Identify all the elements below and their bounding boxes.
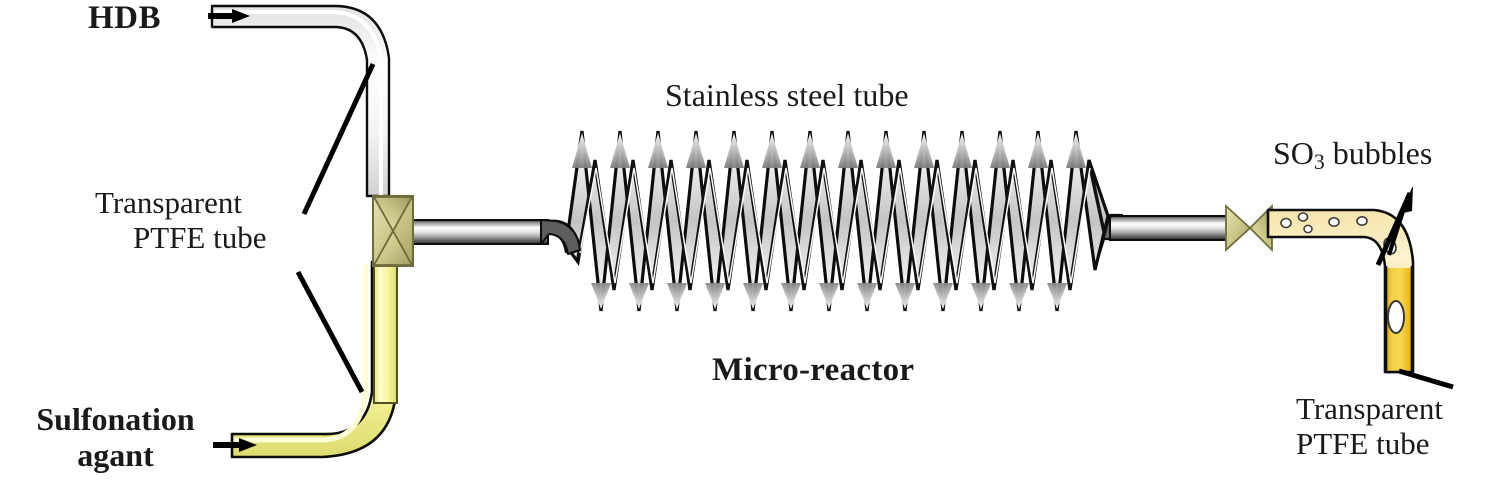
label-so3-prefix: SO [1273, 135, 1314, 171]
hdb-tube-body [210, 4, 391, 198]
leader-transparent-left-bottom [295, 270, 365, 394]
outlet-bowtie-left [1225, 203, 1252, 253]
sulfonation-tube-body [230, 260, 398, 459]
coil-micro-reactor [564, 130, 1110, 312]
label-so3-suffix: bubbles [1324, 135, 1433, 171]
so3-bubble [1297, 212, 1309, 222]
label-sulfonation-line1: Sulfonation [36, 401, 195, 437]
leader-so3-arrowhead [1399, 186, 1413, 214]
tee-junction-connector[interactable] [372, 195, 414, 267]
leader-transparent-right [1398, 368, 1454, 390]
coil-bottom-shading [591, 283, 1067, 309]
label-hdb: HDB [88, 0, 162, 36]
label-sulfonation-line2: agant [77, 436, 154, 473]
label-so3-subscript: 3 [1313, 149, 1325, 174]
so3-bubble [1280, 217, 1292, 229]
leader-transparent-left-top [301, 62, 376, 216]
coil-inner-highlight [579, 167, 1091, 284]
label-so3-bubbles: SO3 bubbles [1273, 135, 1433, 174]
tee-bowtie-upper [372, 196, 414, 233]
label-transparent-ptfe-right: Transparent PTFE tube [1296, 391, 1443, 461]
stainless-inlet-cap [540, 219, 581, 255]
so3-bubble [1387, 300, 1405, 334]
hdb-flow-arrow-icon [208, 9, 250, 23]
label-transparent-ptfe-right-line2: PTFE tube [1296, 425, 1430, 461]
so3-bubble [1328, 217, 1340, 228]
sulfonation-vertical-segment [373, 257, 398, 404]
so3-bubble [1356, 216, 1368, 227]
label-micro-reactor: Micro-reactor [712, 352, 915, 388]
stainless-outlet-rod [1109, 215, 1229, 241]
label-transparent-ptfe-left-line1: Transparent [95, 185, 242, 220]
label-sulfonation-agent: Sulfonation agant [8, 401, 223, 474]
stainless-inlet-tube [411, 219, 581, 255]
stainless-outlet-tube [1095, 213, 1229, 264]
stainless-inlet-rod [411, 219, 549, 245]
label-stainless-steel-tube: Stainless steel tube [665, 77, 909, 113]
so3-bubble [1303, 224, 1313, 234]
label-transparent-ptfe-left-line2: PTFE tube [133, 219, 267, 255]
hdb-tube-highlight [214, 10, 383, 196]
label-transparent-ptfe-right-line1: Transparent [1296, 391, 1443, 426]
sulfonation-inlet-tube [230, 260, 398, 459]
sulfonation-tube-highlight [233, 263, 369, 443]
leader-lines [295, 62, 1454, 394]
outlet-connector[interactable] [1225, 203, 1273, 253]
label-transparent-ptfe-left: Transparent PTFE tube [95, 185, 267, 255]
coil-top-shading [572, 133, 1086, 168]
hdb-inlet-tube [210, 4, 391, 198]
tee-bowtie-lower [372, 229, 414, 266]
sulfonation-flow-arrow-icon [213, 438, 257, 452]
